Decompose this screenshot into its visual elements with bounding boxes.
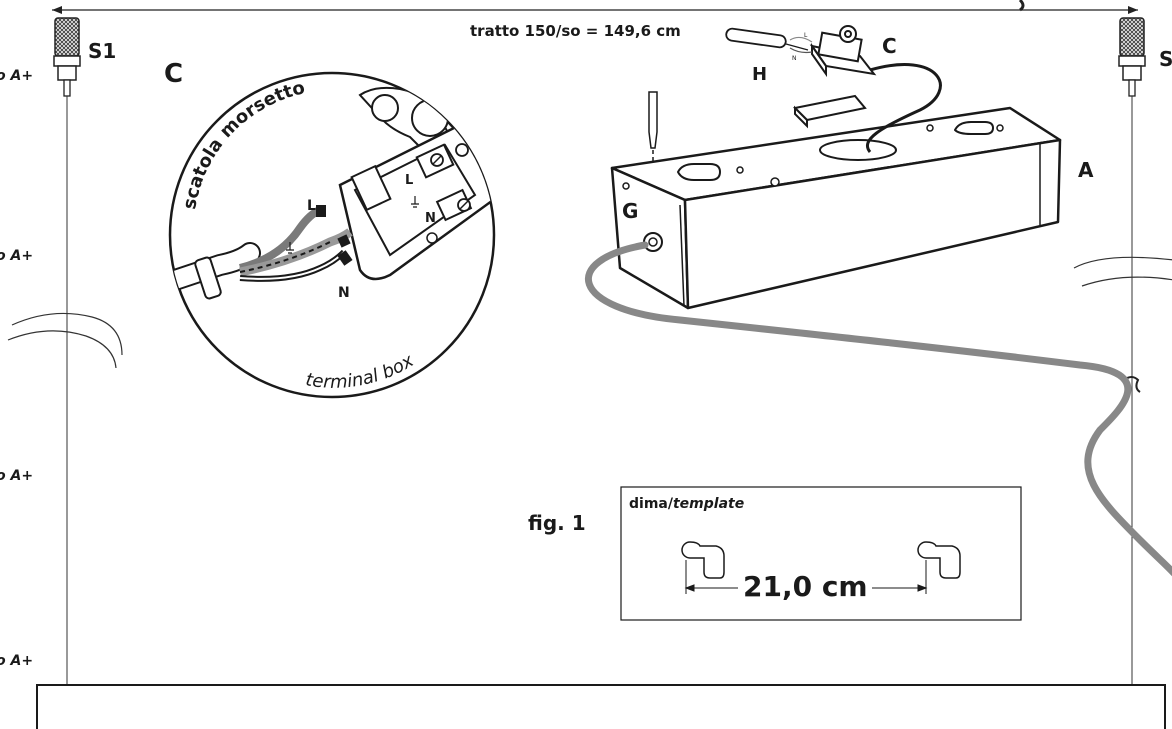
bottom-panel (36, 684, 1166, 729)
lamp-body (610, 106, 1062, 310)
dimension-line (52, 0, 1138, 14)
side-label-3: o A+ (0, 468, 33, 484)
part-G-label: G (622, 199, 638, 223)
dimension-label: tratto 150/so = 149,6 cm (470, 22, 681, 40)
tool-wire-L-label: L (804, 32, 808, 39)
keyhole-left-icon (681, 541, 725, 579)
keyhole-right-icon (917, 541, 961, 579)
power-cable (584, 241, 1172, 577)
side-label-4: o A+ (0, 653, 33, 669)
terminal-box-detail (168, 71, 496, 399)
terminal-N-label: N (425, 211, 436, 226)
template-box: dima/template 21,0 cm (620, 486, 1022, 621)
screwdriver-icon (648, 91, 658, 190)
spacing-dimension-line (684, 560, 928, 594)
wire-L-label: L (307, 198, 316, 214)
template-title: dima/template (629, 496, 744, 512)
side-label-1: o A+ (0, 68, 33, 84)
right-suspension-label: S (1159, 47, 1172, 71)
figure-caption: fig. 1 (528, 511, 586, 535)
spacing-label: 21,0 cm (743, 570, 868, 603)
tool-wire-N-label: N (792, 55, 797, 62)
terminal-L-label: L (405, 173, 413, 188)
terminal-box-part (792, 25, 877, 129)
side-label-2: o A+ (0, 248, 33, 264)
right-suspension-kit (1118, 17, 1146, 685)
part-A-label: A (1078, 158, 1094, 182)
part-C-label: C (882, 34, 897, 58)
left-suspension-kit (53, 17, 81, 685)
detail-title-letter: C (164, 59, 183, 89)
part-H-label: H (752, 64, 767, 85)
tester-tool-icon (725, 27, 813, 54)
terminal-wire (866, 63, 942, 153)
left-suspension-label: S1 (88, 39, 116, 63)
cable-break-left (7, 312, 123, 369)
cable-break-right (1073, 256, 1172, 287)
wire-N-label: N (338, 285, 350, 301)
